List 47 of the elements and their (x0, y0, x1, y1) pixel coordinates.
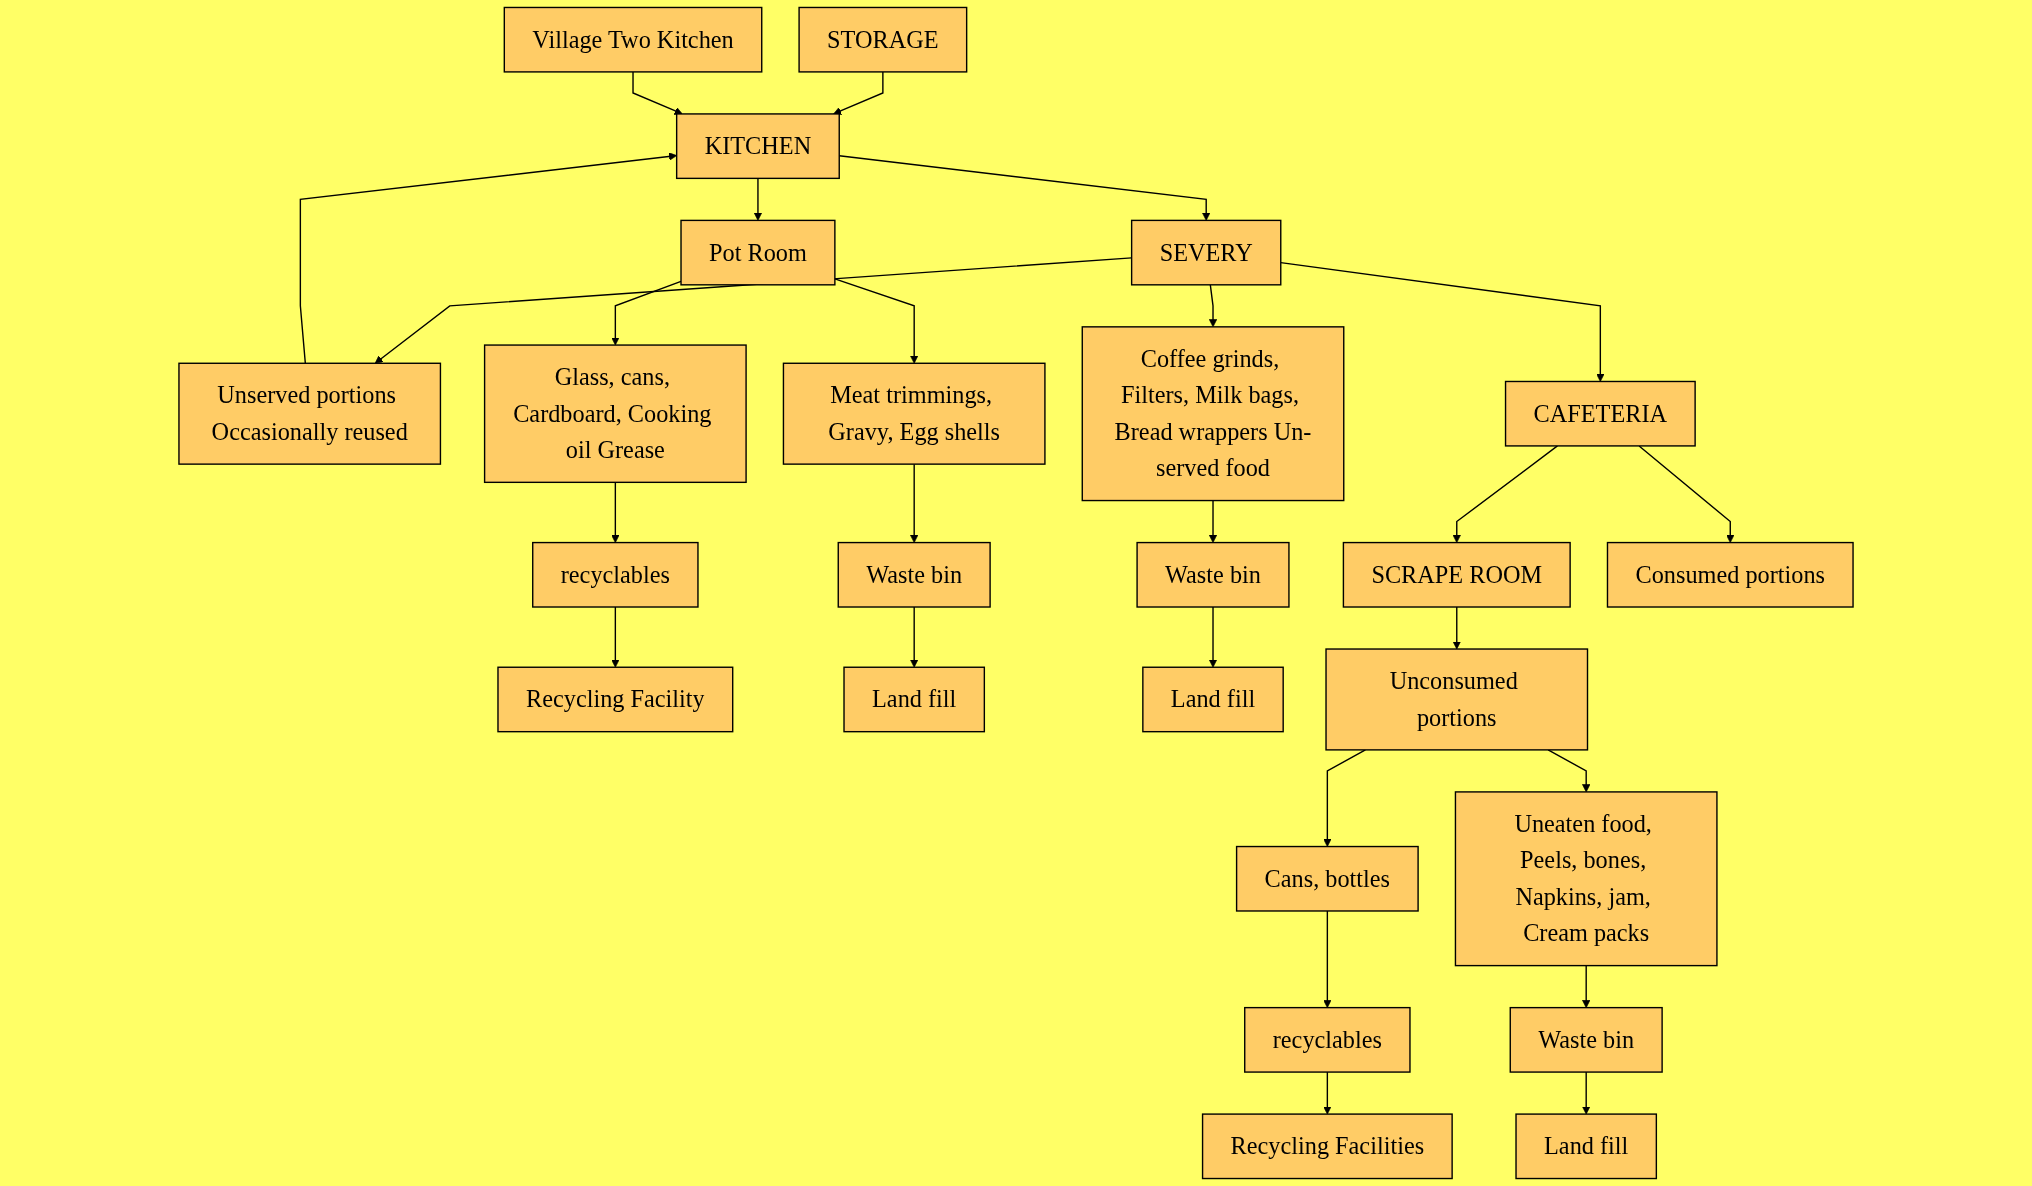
arrow (1547, 749, 1591, 793)
arrow (632, 71, 683, 115)
node-box: Recycling Facilities (1201, 1113, 1453, 1180)
node-box: Village Two Kitchen (503, 6, 763, 73)
node-box: Land fill (843, 666, 986, 733)
arrow (833, 71, 884, 115)
node-box: Unconsumed portions (1325, 648, 1589, 751)
node-box: Pot Room (680, 219, 836, 286)
arrow (1208, 284, 1218, 328)
node-box: Meat trimmings, Gravy, Egg shells (782, 362, 1046, 465)
node-box: CAFETERIA (1504, 380, 1696, 447)
arrow (1208, 606, 1218, 668)
arrow (1452, 445, 1559, 543)
node-box: Waste bin (837, 541, 991, 608)
arrow (611, 606, 620, 668)
arrow (910, 606, 919, 668)
node-box: SCRAPE ROOM (1342, 541, 1571, 608)
node-box: Consumed portions (1606, 541, 1854, 608)
node-box: Waste bin (1136, 541, 1290, 608)
arrow (1638, 445, 1735, 543)
node-box: KITCHEN (675, 113, 840, 180)
node-box: Glass, cans, Cardboard, Cooking oil Grease (483, 344, 747, 484)
arrow (1208, 499, 1218, 543)
node-box: recyclables (1244, 1006, 1411, 1073)
arrow (753, 177, 763, 221)
arrow (1280, 262, 1605, 382)
node-box: Land fill (1515, 1113, 1658, 1180)
arrow (910, 463, 919, 543)
node-box: Waste bin (1509, 1006, 1663, 1073)
arrow (1582, 1071, 1591, 1115)
node-box: Land fill (1142, 666, 1284, 733)
node-box: Cans, bottles (1235, 845, 1419, 912)
arrow (611, 481, 620, 543)
arrow (1582, 964, 1591, 1008)
arrow (1323, 749, 1367, 847)
arrow (1323, 1071, 1332, 1115)
node-box: Coffee grinds, Filters, Milk bags, Bread wrappers Un-served food (1081, 326, 1345, 502)
node-box: Unserved portions Occasionally reused (178, 362, 442, 465)
node-box: Uneaten food, Peels, bones, Napkins, jam, Cream packs (1454, 791, 1718, 967)
arrow (611, 280, 682, 346)
node-box: STORAGE (798, 6, 968, 73)
node-box: SEVERY (1130, 219, 1282, 286)
node-box: Recycling Facility (497, 666, 734, 733)
arrow (1452, 606, 1461, 650)
node-box: recyclables (532, 541, 699, 608)
arrow (834, 278, 919, 364)
arrow (1323, 910, 1332, 1008)
